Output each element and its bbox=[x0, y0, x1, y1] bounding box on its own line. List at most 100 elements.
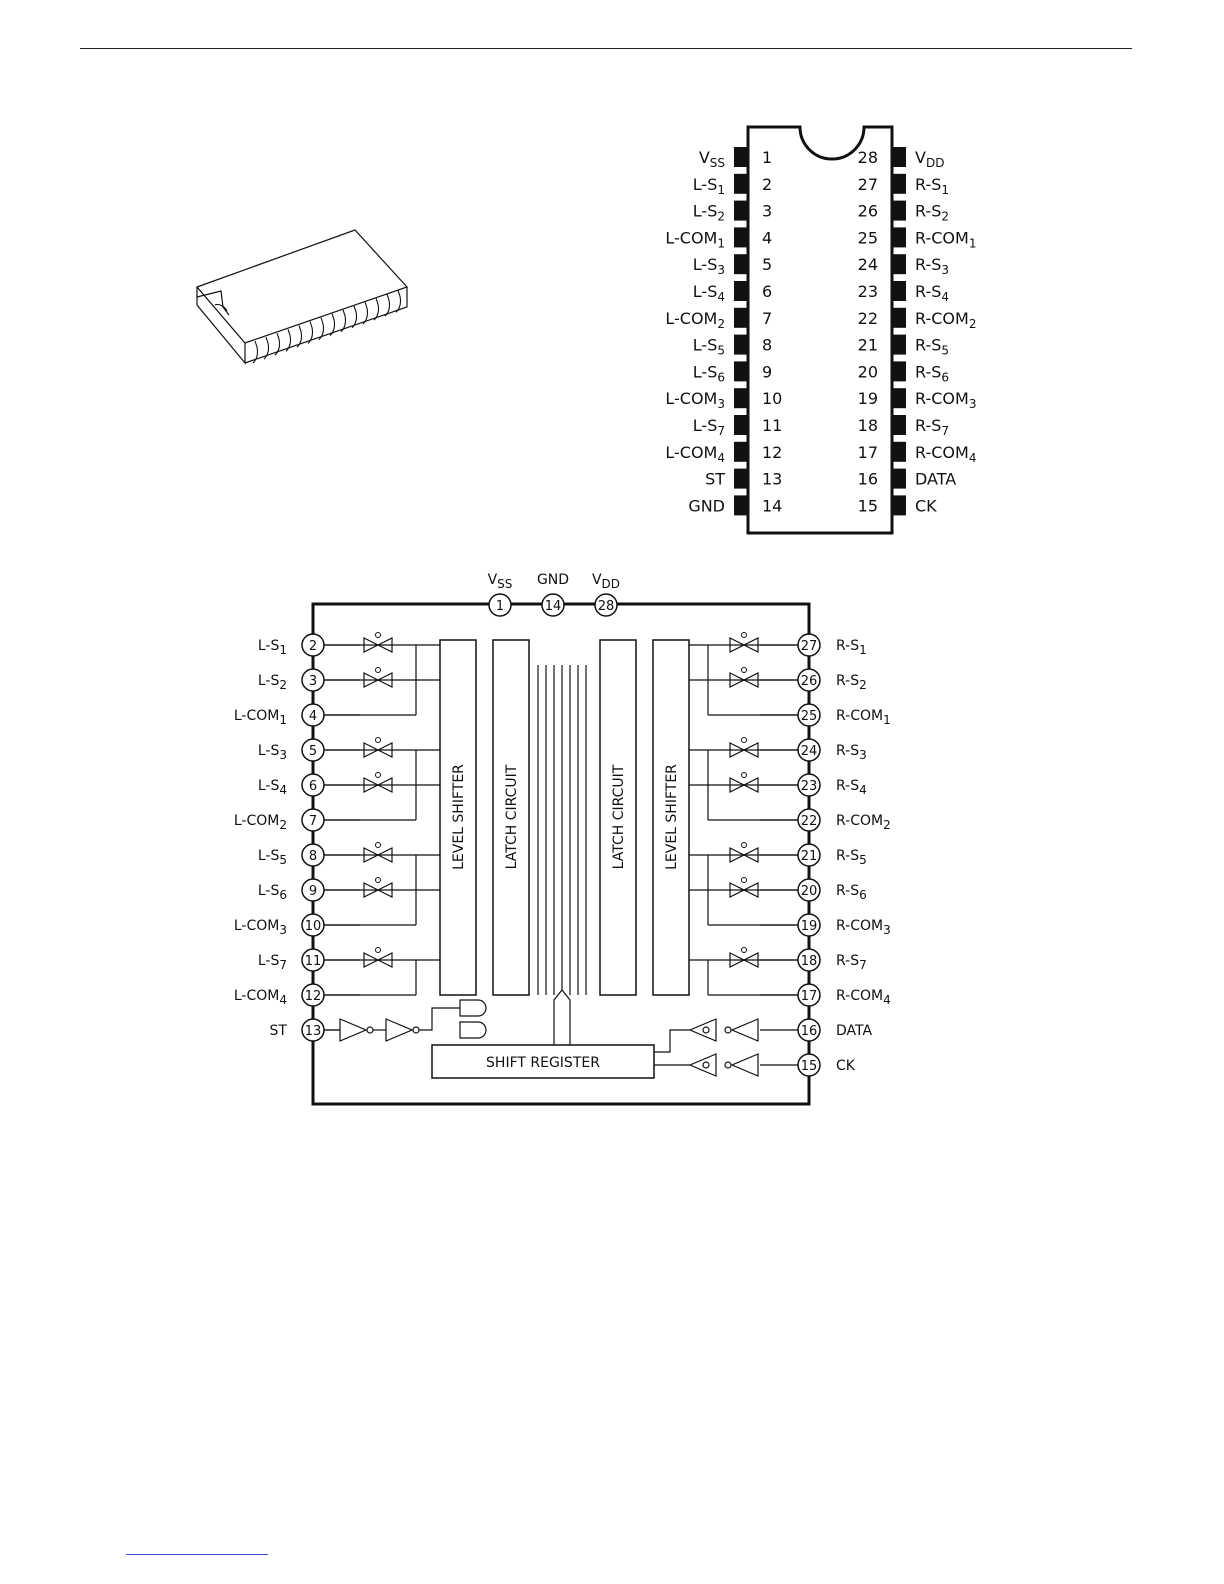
latch-right-label: LATCH CIRCUIT bbox=[611, 764, 627, 869]
pin-number: 10 bbox=[305, 919, 322, 934]
pin-number: 6 bbox=[309, 779, 317, 794]
shift-register-block bbox=[431, 1044, 655, 1079]
pin-number: 14 bbox=[545, 599, 562, 614]
pin-number: 13 bbox=[762, 470, 782, 489]
pin-circle bbox=[301, 878, 325, 902]
pin-label: R-S5 bbox=[915, 336, 949, 358]
package-lead bbox=[263, 336, 270, 360]
pin-number: 23 bbox=[801, 779, 818, 794]
pin-circle bbox=[797, 878, 821, 902]
pin-number: 26 bbox=[801, 674, 818, 689]
pin-label: L-COM1 bbox=[665, 228, 725, 250]
transmission-gate bbox=[363, 742, 393, 758]
dip-body bbox=[746, 125, 894, 535]
pin-stub bbox=[734, 227, 748, 248]
pin-label: L-S3 bbox=[258, 743, 287, 762]
pin-stub bbox=[892, 361, 906, 382]
pin-number: 17 bbox=[801, 989, 818, 1004]
pin-label: L-COM4 bbox=[234, 988, 287, 1007]
pin-label: R-S6 bbox=[915, 362, 949, 384]
pin-circle bbox=[541, 593, 565, 617]
transmission-gate bbox=[729, 777, 759, 793]
transmission-gate bbox=[729, 637, 759, 653]
pin-label: L-COM4 bbox=[665, 443, 725, 465]
pin-label: ST bbox=[270, 1023, 288, 1039]
pin-number: 22 bbox=[858, 309, 878, 328]
pin-label: R-S1 bbox=[836, 638, 867, 657]
pin-label: R-COM1 bbox=[915, 228, 976, 250]
pin-number: 9 bbox=[309, 884, 317, 899]
package-lead bbox=[307, 321, 314, 344]
pin-label: L-S3 bbox=[693, 255, 725, 277]
package-lead bbox=[362, 301, 369, 325]
pin-circle bbox=[797, 913, 821, 937]
pin-label: CK bbox=[836, 1058, 856, 1074]
pin-number: 6 bbox=[762, 282, 772, 301]
pin-label: L-COM2 bbox=[234, 813, 287, 832]
pin-label: R-S2 bbox=[836, 673, 867, 692]
pin-label: L-S7 bbox=[693, 416, 725, 438]
pin-stub bbox=[734, 334, 748, 355]
pin-circle bbox=[301, 808, 325, 832]
pin-number: 28 bbox=[598, 599, 615, 614]
pin-number: 21 bbox=[801, 849, 818, 864]
pin-number: 11 bbox=[762, 416, 782, 435]
pin-circle bbox=[301, 668, 325, 692]
latch-left-label: LATCH CIRCUIT bbox=[504, 764, 520, 869]
transmission-gate bbox=[729, 742, 759, 758]
pin-stub bbox=[892, 200, 906, 221]
pin-number: 11 bbox=[305, 954, 322, 969]
pin-stub bbox=[734, 361, 748, 382]
pin-stub bbox=[892, 468, 906, 489]
pin-label: L-S6 bbox=[693, 362, 725, 384]
pin-number: 25 bbox=[858, 228, 878, 247]
pin-number: 12 bbox=[762, 443, 782, 462]
pin-circle bbox=[797, 808, 821, 832]
pin-stub bbox=[892, 281, 906, 301]
pin-circle bbox=[797, 948, 821, 972]
pin-stub bbox=[892, 254, 906, 275]
buffer-gate bbox=[385, 1018, 414, 1042]
pin-label: GND bbox=[688, 496, 725, 515]
pin-label: R-COM2 bbox=[836, 813, 891, 832]
and-gate bbox=[459, 1021, 487, 1039]
pin-number: 16 bbox=[858, 470, 878, 489]
pin-number: 2 bbox=[762, 175, 772, 194]
pin-circle bbox=[797, 1053, 821, 1077]
pin-label: R-COM4 bbox=[836, 988, 891, 1007]
level-shifter-right-block bbox=[652, 639, 690, 996]
pin-stub bbox=[892, 441, 906, 462]
transmission-gate bbox=[729, 847, 759, 863]
transmission-gate bbox=[363, 777, 393, 793]
pin-circle bbox=[301, 703, 325, 727]
pin-stub bbox=[734, 468, 748, 489]
pin-label: L-S1 bbox=[693, 175, 725, 197]
pin-stub bbox=[734, 415, 748, 435]
pin-stub bbox=[892, 173, 906, 194]
pin-label: L-S5 bbox=[258, 848, 287, 867]
transmission-gate bbox=[729, 672, 759, 688]
transmission-gate bbox=[729, 952, 759, 968]
pin-label: L-S6 bbox=[258, 883, 287, 902]
pin-number: 7 bbox=[762, 309, 772, 328]
pin-label: CK bbox=[915, 496, 937, 515]
pin-number: 19 bbox=[858, 389, 878, 408]
pin-circle bbox=[301, 948, 325, 972]
footer-link-underline[interactable] bbox=[126, 1554, 268, 1555]
pin-label: L-S2 bbox=[693, 202, 725, 224]
pin-stub bbox=[892, 227, 906, 248]
pin-label: R-COM2 bbox=[915, 309, 976, 331]
pin-stub bbox=[734, 495, 748, 516]
transmission-gate bbox=[363, 952, 393, 968]
package-lead bbox=[296, 325, 303, 348]
pin-number: 8 bbox=[762, 336, 772, 355]
pin-number: 4 bbox=[762, 228, 772, 247]
pin-number: 18 bbox=[858, 416, 878, 435]
pin-label: VSS bbox=[699, 148, 725, 170]
pin-circle bbox=[301, 773, 325, 797]
pin-label: L-S4 bbox=[258, 778, 287, 797]
pin-number: 3 bbox=[762, 202, 772, 221]
pin-label: L-S1 bbox=[258, 638, 287, 657]
pin-number: 17 bbox=[858, 443, 878, 462]
